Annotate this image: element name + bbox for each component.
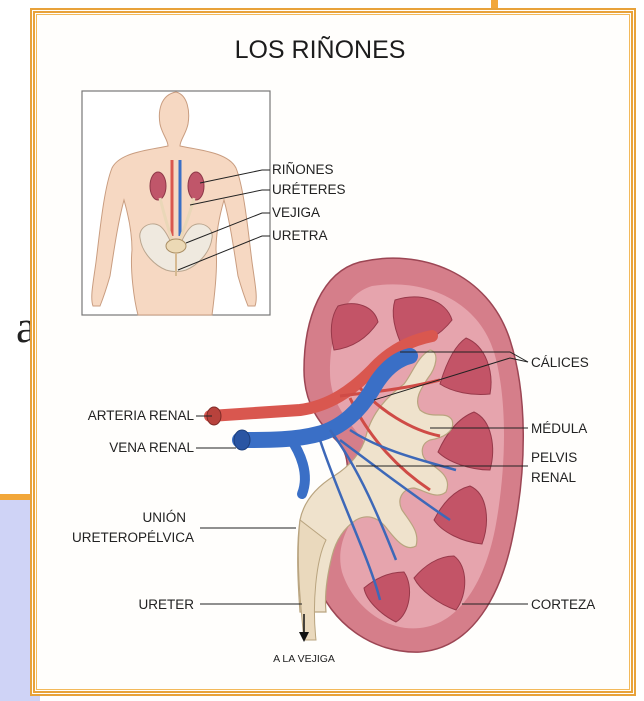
diagram-title: LOS RIÑONES bbox=[235, 35, 406, 64]
label-to-bladder: A LA VEJIGA bbox=[273, 653, 335, 665]
label-ureter: URETER bbox=[138, 597, 194, 612]
label-renal-pelvis-line1: PELVIS bbox=[531, 450, 577, 465]
body-inset bbox=[82, 91, 270, 315]
label-ureteropelvic-line2: URETEROPÉLVICA bbox=[72, 530, 194, 545]
label-renal-artery: ARTERIA RENAL bbox=[88, 408, 195, 423]
label-renal-pelvis-line2: RENAL bbox=[531, 470, 577, 485]
label-medulla: MÉDULA bbox=[531, 421, 587, 436]
inset-kidney-left bbox=[150, 172, 166, 200]
label-kidneys: RIÑONES bbox=[272, 162, 334, 177]
label-ureters: URÉTERES bbox=[272, 182, 346, 197]
kidney-cross-section bbox=[207, 258, 523, 652]
label-ureteropelvic-line1: UNIÓN bbox=[143, 510, 187, 525]
inset-bladder bbox=[166, 239, 186, 253]
label-cortex: CORTEZA bbox=[531, 597, 595, 612]
label-renal-vein: VENA RENAL bbox=[109, 440, 194, 455]
label-urethra: URETRA bbox=[272, 228, 328, 243]
label-bladder: VEJIGA bbox=[272, 205, 320, 220]
label-calyces: CÁLICES bbox=[531, 355, 589, 370]
inset-kidney-right bbox=[188, 172, 204, 200]
